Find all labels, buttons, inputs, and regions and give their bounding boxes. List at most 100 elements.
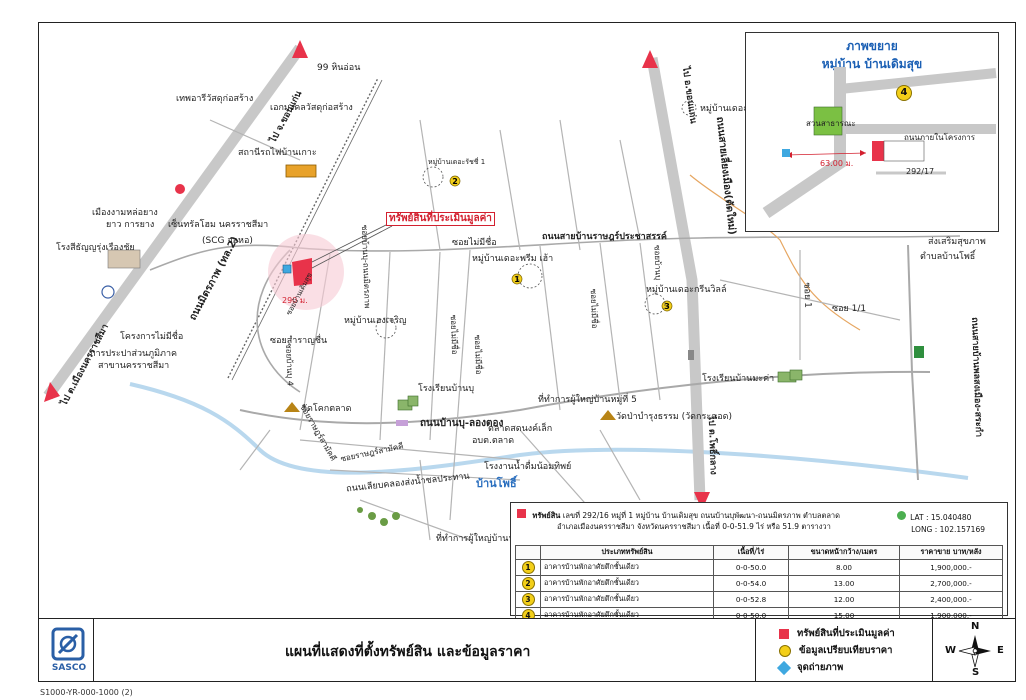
footer-bar: SASCO แผนที่แสดงที่ตั้งทรัพย์สิน และข้อม… xyxy=(38,618,1016,682)
cell-price: 2,400,000.- xyxy=(899,591,1003,608)
table-row: 1 อาคารบ้านพักอาศัยตึกชั้นเดียว 0-0-50.0… xyxy=(515,559,1003,576)
label-wat-market: วัดโคกตลาด xyxy=(302,404,352,414)
label-project: โครงการไม่มีชื่อ xyxy=(120,332,184,342)
legend-subject: ทรัพย์สินที่ประเมินมูลค่า xyxy=(797,628,895,639)
legend-item: ทรัพย์สินที่ประเมินมูลค่า xyxy=(779,625,895,642)
cell-width: 8.00 xyxy=(788,559,900,576)
subject-square-icon xyxy=(779,628,789,639)
road-soi-v6: ซอยบ้านบุ 4 xyxy=(284,343,295,387)
label-thewarit: เทพอารีวัสดุก่อสร้าง xyxy=(176,94,254,104)
cell-area: 0-0-54.0 xyxy=(713,575,789,592)
compass-e: E xyxy=(997,645,1004,656)
cell-area: 0-0-50.0 xyxy=(713,559,789,576)
label-market: ตลาดสดนงค์เล็ก xyxy=(488,424,553,434)
svg-text:1: 1 xyxy=(514,275,520,284)
label-pea: การประปาส่วนภูมิภาค xyxy=(90,349,178,359)
road-village: ถนนสายบ้านราษฎร์ประชาสรรค์ xyxy=(542,232,667,242)
compass-s: S xyxy=(972,667,980,678)
label-tambon: อบต.ตลาด xyxy=(472,436,515,446)
road-to-phothi: ไป ต.โพธิ์กลาง xyxy=(705,415,718,475)
property-desc: ทรัพย์สิน เลขที่ 292/16 หมู่ที่ 1 หมู่บ้… xyxy=(517,509,907,532)
inset-roads xyxy=(762,67,997,218)
col-type: ประเภททรัพย์สิน xyxy=(540,545,714,560)
col-width: ขนาดหน้ากว้าง/เมตร xyxy=(788,545,900,560)
cell-area: 0-0-52.8 xyxy=(713,591,789,608)
comparable-circle-icon xyxy=(779,644,791,657)
road-soi-samrao: ซอยสำราญชื่น xyxy=(270,336,328,346)
label-station: สถานีรถไฟบ้านเกาะ xyxy=(238,148,317,158)
property-desc-1: เลขที่ 292/16 หมู่ที่ 1 หมู่บ้าน บ้านเดิ… xyxy=(562,511,841,520)
road-soi-1: ซอย 1 xyxy=(801,282,813,309)
photo-point-icon xyxy=(776,660,792,675)
inset-subtitle: หมู่บ้าน บ้านเดิมสุข xyxy=(821,57,923,71)
property-desc-2: อำเภอเมืองนครราชสีมา จังหวัดนครราชสีมา เ… xyxy=(557,521,831,531)
cell-type: อาคารบ้านพักอาศัยตึกชั้นเดียว xyxy=(540,591,714,608)
road-soi-1-1: ซอย 1/1 xyxy=(832,304,867,314)
cell-type: อาคารบ้านพักอาศัยตึกชั้นเดียว xyxy=(540,559,714,576)
long: LONG : 102.157169 xyxy=(911,525,985,534)
label-rongsi: โรงสีธัญญรุ่งเรืองชัย xyxy=(56,243,135,253)
label-pea2: สาขานครราชสีมา xyxy=(98,361,170,371)
gps-dot xyxy=(897,511,907,520)
compass-w: W xyxy=(945,645,957,656)
table-row: 3 อาคารบ้านพักอาศัยตึกชั้นเดียว 0-0-52.8… xyxy=(515,591,1003,608)
cell-width: 12.00 xyxy=(788,591,900,608)
cell-price: 2,700,000.- xyxy=(899,575,1003,592)
label-99: 99 หินอ่อน xyxy=(317,63,361,73)
label-wat-pa: วัดป่าบำรุงธรรม (วัดกระฉอด) xyxy=(616,412,733,422)
svg-text:2: 2 xyxy=(452,177,458,186)
comparables-table: ประเภททรัพย์สิน เนื้อที่/ไร่ ขนาดหน้ากว้… xyxy=(515,545,1003,624)
inset-marker: 4 xyxy=(896,85,912,101)
road-soi-v2: ซอยไม่มีชื่อ xyxy=(588,288,600,329)
road-soi-v4: ซอยไม่มีชื่อ xyxy=(472,334,484,375)
cell-price: 1,900,000.- xyxy=(899,559,1003,576)
coordinates: LAT : 15.040480 LONG : 102.157169 xyxy=(897,511,985,536)
label-vill-green: หมู่บ้านเดอะกรีนวิลล์ xyxy=(646,285,727,295)
label-school-banbu: โรงเรียนบ้านบุ xyxy=(418,384,475,394)
col-price: ราคาขาย บาท/หลัง xyxy=(899,545,1003,560)
compass-n: N xyxy=(971,621,980,632)
compass-icon: N S W E xyxy=(937,621,1013,681)
cell-type: อาคารบ้านพักอาศัยตึกชั้นเดียว xyxy=(540,575,714,592)
label-ekmongkol: เอกมงคลวัสดุก่อสร้าง xyxy=(270,103,353,113)
road-soi-v5: ซอยบ้านบุ xyxy=(652,244,663,281)
label-dist: 290 ม. xyxy=(282,296,308,305)
row-marker: 2 xyxy=(521,577,535,590)
col-area: เนื้อที่/ไร่ xyxy=(713,545,789,560)
legend: ทรัพย์สินที่ประเมินมูลค่า ข้อมูลเปรียบเท… xyxy=(776,625,895,676)
sasco-logo: SASCO xyxy=(47,625,91,677)
doc-reference: S1000-YR-000-1000 (2) xyxy=(40,688,133,697)
legend-item: ข้อมูลเปรียบเทียบราคา xyxy=(779,642,895,659)
svg-text:3: 3 xyxy=(664,302,670,311)
row-marker: 1 xyxy=(521,561,535,574)
price-info-panel: ทรัพย์สิน เลขที่ 292/16 หมู่ที่ 1 หมู่บ้… xyxy=(510,502,1008,624)
label-headman5: ที่ทำการผู้ใหญ่บ้านหมู่ที่ 5 xyxy=(538,395,637,405)
subject-label: ทรัพย์สิน xyxy=(532,511,561,520)
legend-item: จุดถ่ายภาพ xyxy=(776,659,895,676)
logo-text: SASCO xyxy=(51,663,87,673)
inset-park: สวนสาธารณะ xyxy=(806,119,856,128)
label-vill-top: หมู่บ้านเดอะซี xyxy=(700,104,755,114)
col-no xyxy=(515,545,541,560)
table-row: 2 อาคารบ้านพักอาศัยตึกชั้นเดียว 0-0-54.0… xyxy=(515,575,1003,592)
inset-dist: 63.00 ม. xyxy=(820,159,854,168)
label-vill-sukh: หมู่บ้านเดอะรัชชี่ 1 xyxy=(428,158,486,166)
label-health: ส่งเสริมสุขภาพ xyxy=(928,237,986,247)
lat: LAT : 15.040480 xyxy=(910,513,972,522)
road-banbu: ถนนบ้านบุ-ลองตอง xyxy=(420,418,504,429)
label-muang-ngam: เมืองงามหล่อยาง xyxy=(92,208,158,218)
label-vill-charoen: หมู่บ้านเฮงเจริญ xyxy=(344,316,407,326)
legend-comparable: ข้อมูลเปรียบเทียบราคา xyxy=(799,645,893,656)
label-water-plant: โรงงานน้ำดื่มน้อมทิพย์ xyxy=(484,462,572,472)
subject-swatch xyxy=(517,509,526,518)
label-banphot: บ้านโพธิ์ xyxy=(476,477,517,490)
row-marker: 3 xyxy=(521,593,535,606)
inset-title: ภาพขยาย xyxy=(846,39,898,53)
label-headman4: ที่ทำการผู้ใหญ่บ้านหมู่ที่ 4 xyxy=(436,534,535,544)
label-school-pa: โรงเรียนบ้านมะค่า xyxy=(702,374,775,384)
inset-map: ภาพขยาย หมู่บ้าน บ้านเดิมสุข สวนสาธารณะ … xyxy=(745,32,999,232)
legend-photo: จุดถ่ายภาพ xyxy=(797,662,844,673)
label-centro: เซ็นทรัลโฮม นครราชสีมา xyxy=(168,220,269,230)
label-yao: ยาว การยาง xyxy=(106,220,155,230)
